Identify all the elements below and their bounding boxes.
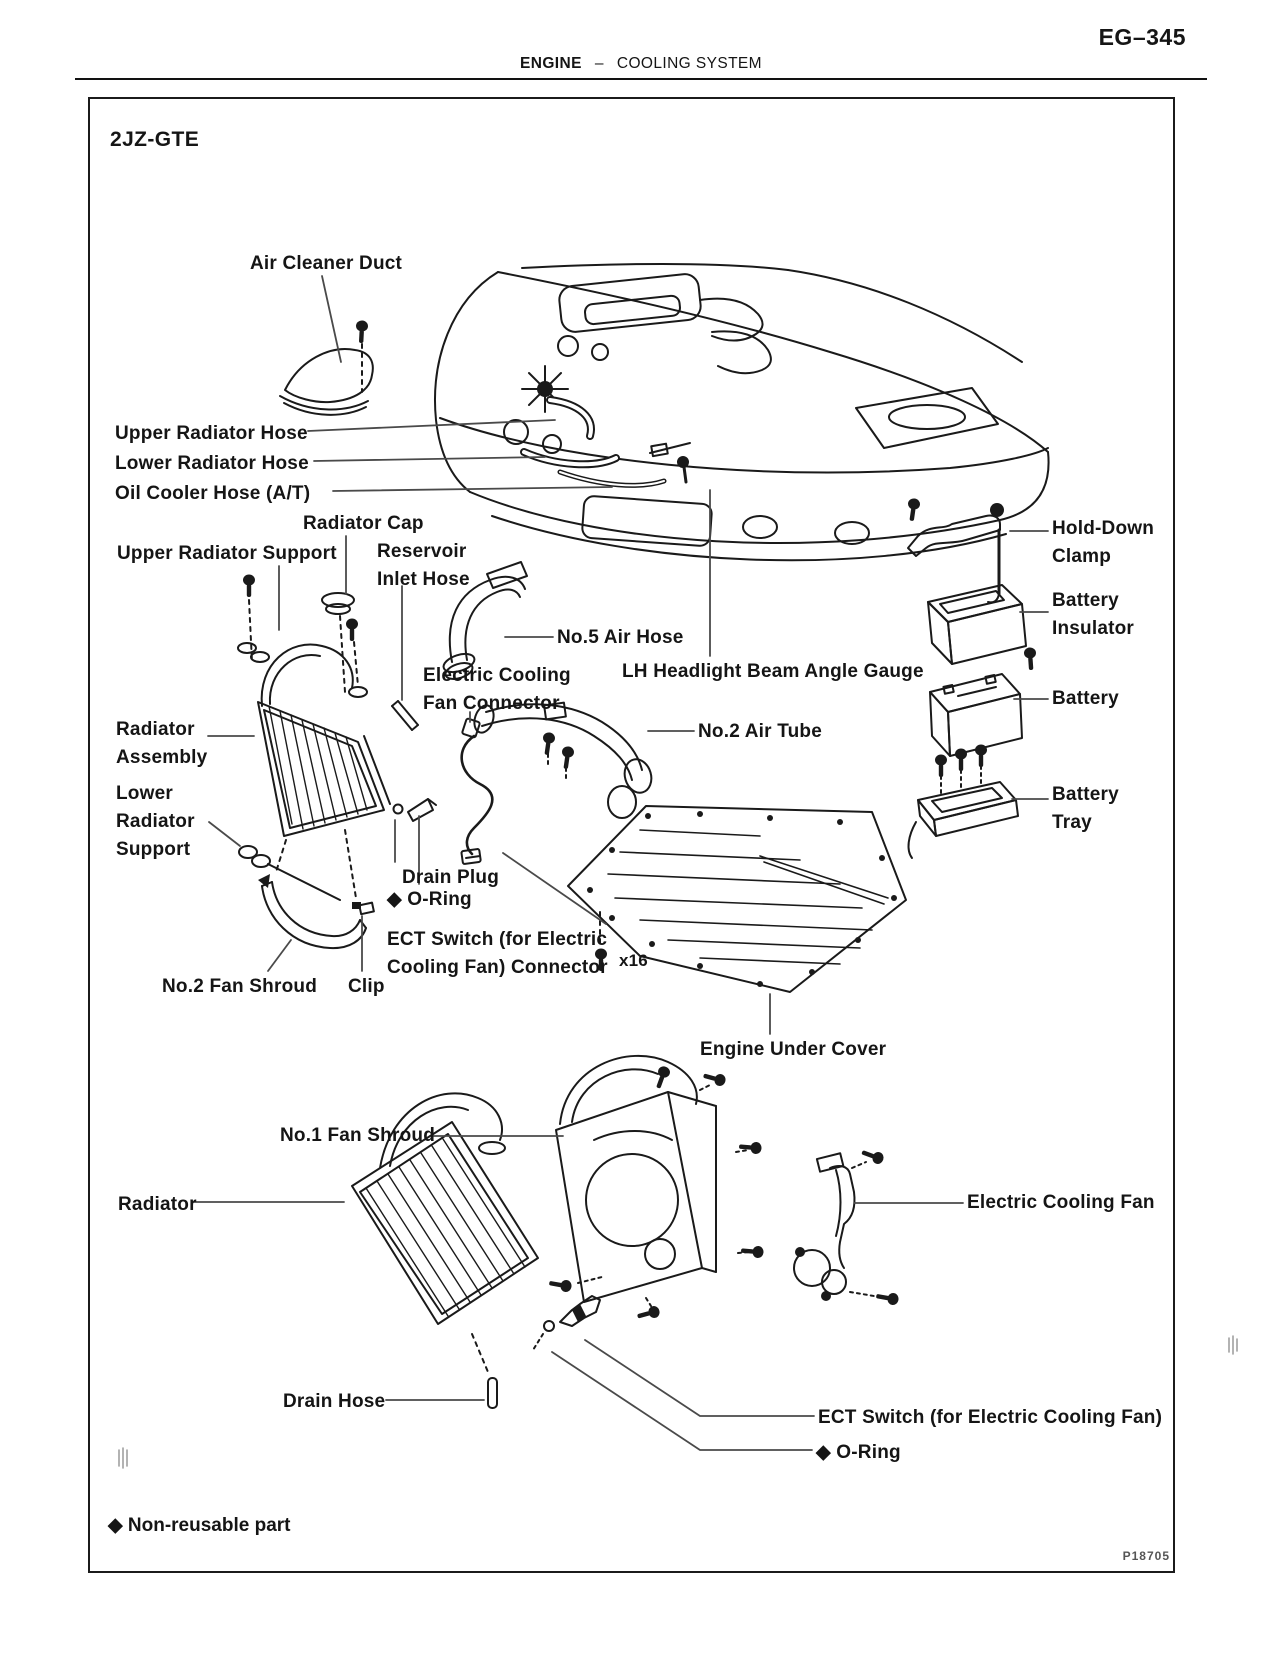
label-battery-insulator: Battery Insulator xyxy=(1052,590,1135,639)
label-battery-tray: Battery Tray xyxy=(1052,784,1119,833)
header-rule xyxy=(75,78,1207,80)
label-electric-cooling-fan: Electric Cooling Fan xyxy=(967,1192,1155,1213)
label-o-ring-lower: ◆ O-Ring xyxy=(816,1442,901,1463)
label-drain-plug: Drain Plug xyxy=(402,867,500,888)
breadcrumb-title: COOLING SYSTEM xyxy=(616,55,762,72)
label-engine-under-cover: Engine Under Cover xyxy=(700,1039,887,1060)
label-o-ring-upper: ◆ O-Ring xyxy=(387,889,472,910)
label-hold-down-clamp: Hold-Down Clamp xyxy=(1052,518,1155,567)
label-lower-radiator-hose: Lower Radiator Hose xyxy=(115,453,309,474)
legend-non-reusable: ◆ Non-reusable part xyxy=(108,1515,291,1536)
figure-code: P18705 xyxy=(1122,1549,1170,1563)
label-radiator-assembly: Radiator Assembly xyxy=(116,719,208,768)
label-air-cleaner-duct: Air Cleaner Duct xyxy=(250,253,403,274)
label-no5-air-hose: No.5 Air Hose xyxy=(557,627,684,648)
label-bolt-count: x16 xyxy=(619,951,648,970)
label-no2-air-tube: No.2 Air Tube xyxy=(698,721,822,742)
label-clip: Clip xyxy=(348,976,385,997)
label-electric-cooling-fan-connector: Electric Cooling Fan Connector xyxy=(423,665,571,714)
label-lower-radiator-support: Lower Radiator Support xyxy=(116,783,195,860)
label-reservoir-inlet-hose: Reservoir Inlet Hose xyxy=(377,541,470,590)
label-upper-radiator-hose: Upper Radiator Hose xyxy=(115,423,308,444)
label-upper-radiator-support: Upper Radiator Support xyxy=(117,543,337,564)
engine-model-title: 2JZ-GTE xyxy=(110,128,200,151)
label-radiator: Radiator xyxy=(118,1194,197,1215)
label-ect-switch-connector: ECT Switch (for Electric Cooling Fan) Co… xyxy=(387,929,608,978)
label-ect-switch: ECT Switch (for Electric Cooling Fan) xyxy=(818,1407,1163,1428)
breadcrumb-section: ENGINE xyxy=(520,55,582,72)
figure-frame xyxy=(88,97,1175,1573)
label-no1-fan-shroud: No.1 Fan Shroud xyxy=(280,1125,435,1146)
label-no2-fan-shroud: No.2 Fan Shroud xyxy=(162,976,317,997)
breadcrumb: ENGINE–COOLING SYSTEM xyxy=(75,55,1207,73)
page-number: EG–345 xyxy=(1098,24,1186,50)
breadcrumb-separator: – xyxy=(594,55,604,72)
label-radiator-cap: Radiator Cap xyxy=(303,513,424,534)
label-lh-headlight-beam-angle-gauge: LH Headlight Beam Angle Gauge xyxy=(622,661,924,682)
label-battery: Battery xyxy=(1052,688,1119,709)
label-drain-hose: Drain Hose xyxy=(283,1391,386,1412)
label-oil-cooler-hose: Oil Cooler Hose (A/T) xyxy=(115,483,311,504)
